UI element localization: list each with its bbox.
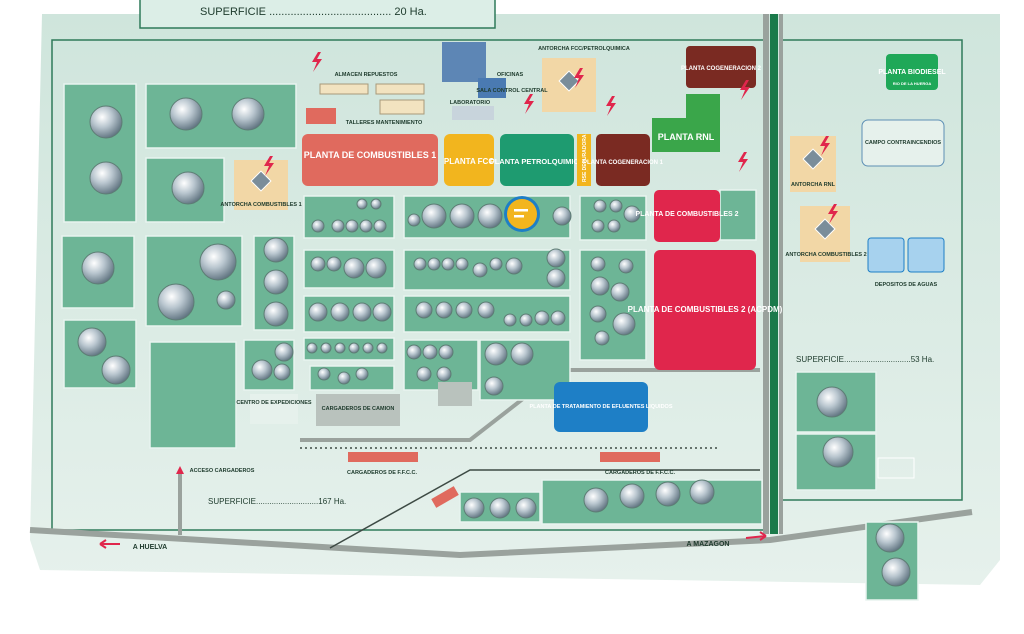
plant-combustibles-2-small[interactable] bbox=[654, 190, 720, 242]
top-superficie-label: SUPERFICIE .............................… bbox=[200, 6, 427, 18]
arrow-right-icon bbox=[745, 531, 767, 541]
building-talleres bbox=[379, 99, 425, 115]
label-sala-control: SALA CONTROL CENTRAL bbox=[476, 88, 548, 94]
rail-cars-1 bbox=[348, 452, 418, 462]
railway-spur bbox=[329, 469, 760, 549]
lightning-icon bbox=[264, 52, 838, 224]
message-pin-icon[interactable] bbox=[504, 196, 540, 232]
east-small-box bbox=[877, 457, 915, 479]
plant-cogeneracion-1[interactable] bbox=[596, 134, 650, 186]
small-building bbox=[438, 382, 472, 406]
facility-labels: ALMACEN REPUESTOS TALLERES MANTENIMIENTO… bbox=[190, 46, 942, 476]
plant-tratamiento-efluentes[interactable] bbox=[554, 382, 648, 432]
plant-tratamiento-efluentes-label: PLANTA DE TRATAMIENTO DE EFLUENTES LIQUI… bbox=[530, 404, 673, 410]
label-antorcha-rnl: ANTORCHA RNL bbox=[791, 182, 836, 188]
plant-combustibles-2-acpdm-label: PLANTA DE COMBUSTIBLES 2 (ACPDM) bbox=[628, 305, 783, 314]
plant-combustibles-2-acpdm[interactable] bbox=[654, 250, 756, 370]
top-right-area bbox=[558, 0, 978, 12]
rail-cars-2 bbox=[600, 452, 660, 462]
plant-combustibles-1[interactable] bbox=[302, 134, 438, 186]
deposito-agua-1 bbox=[867, 237, 905, 273]
plant-combustibles-1-label: PLANTA DE COMBUSTIBLES 1 bbox=[304, 150, 437, 160]
building-oficinas bbox=[442, 42, 486, 82]
plant-cogeneracion-2[interactable] bbox=[686, 46, 756, 88]
centro-expediciones-box bbox=[250, 394, 298, 424]
building-laboratorio bbox=[452, 106, 494, 120]
plant-cogeneracion-1-label: PLANTA COGENERACION 1 bbox=[583, 160, 664, 166]
label-almacen: ALMACEN REPUESTOS bbox=[335, 72, 398, 78]
storage-tanks bbox=[77, 97, 911, 587]
vertical-strip-unit bbox=[577, 134, 591, 186]
label-laboratorio: LABORATORIO bbox=[450, 100, 491, 106]
label-cargaderos-ffcc-2: CARGADEROS DE F.F.C.C. bbox=[605, 470, 675, 476]
label-depositos-aguas: DEPOSITOS DE AGUAS bbox=[875, 282, 938, 288]
label-acceso-cargaderos: ACCESO CARGADEROS bbox=[190, 468, 255, 474]
rail-cars-3 bbox=[431, 486, 459, 508]
vertical-green-strip bbox=[770, 14, 778, 534]
vertical-road bbox=[763, 14, 769, 534]
plant-cogeneracion-2-label: PLANTA COGENERACION 2 bbox=[681, 66, 762, 72]
label-antorcha-comb2: ANTORCHA COMBUSTIBLES 2 bbox=[785, 252, 866, 258]
acceso-arrow-icon bbox=[176, 466, 184, 474]
label-talleres: TALLERES MANTENIMIENTO bbox=[346, 120, 423, 126]
plant-fcc[interactable] bbox=[444, 134, 494, 186]
building-red bbox=[306, 108, 336, 124]
plant-biodiesel[interactable] bbox=[886, 54, 938, 90]
label-huelva: A HUELVA bbox=[133, 544, 167, 551]
vertical-road-2 bbox=[779, 14, 783, 534]
label-superficie-main: SUPERFICIE............................16… bbox=[208, 497, 346, 506]
label-antorcha-fcc: ANTORCHA FCC/PETROLQUIMICA bbox=[538, 46, 630, 52]
plant-combustibles-2-small-label: PLANTA DE COMBUSTIBLES 2 bbox=[635, 211, 738, 218]
label-cargaderos-ffcc-1: CARGADEROS DE F.F.C.C. bbox=[347, 470, 417, 476]
label-superficie-east: SUPERFICIE..............................… bbox=[796, 355, 934, 364]
building-almacen bbox=[319, 83, 369, 95]
label-cargaderos-camion: CARGADEROS DE CAMION bbox=[322, 406, 395, 412]
label-campo-contraincendios: CAMPO CONTRAINCENDIOS bbox=[865, 140, 941, 146]
plant-biodiesel-label: PLANTA BIODIESEL bbox=[878, 69, 946, 76]
label-centro-expediciones: CENTRO DE EXPEDICIONES bbox=[236, 400, 312, 406]
campo-contraincendios-box bbox=[861, 119, 945, 167]
plant-fcc-label: PLANTA FCC bbox=[444, 157, 494, 166]
arrow-left-icon bbox=[99, 539, 120, 549]
vertical-strip-label: RSE DEPURADORA bbox=[582, 134, 588, 182]
label-antorcha-comb1: ANTORCHA COMBUSTIBLES 1 bbox=[220, 202, 301, 208]
plant-petroquimica[interactable] bbox=[500, 134, 574, 186]
label-mazagon: A MAZAGON bbox=[687, 541, 730, 548]
plant-rnl-label: PLANTA RNL bbox=[658, 132, 715, 142]
flare-icon bbox=[250, 70, 836, 240]
building-sala-control bbox=[478, 78, 506, 98]
label-oficinas: OFICINAS bbox=[497, 72, 524, 78]
plant-petroquimica-label: PLANTA PETROLQUIMICA bbox=[490, 157, 585, 166]
building-almacen-2 bbox=[375, 83, 425, 95]
deposito-agua-2 bbox=[907, 237, 945, 273]
plant-biodiesel-sub: RIO DE LA HUERGA bbox=[893, 81, 932, 86]
plant-rnl[interactable] bbox=[652, 94, 720, 152]
top-area-block bbox=[139, 0, 496, 29]
cargaderos-camion-box bbox=[316, 394, 400, 426]
